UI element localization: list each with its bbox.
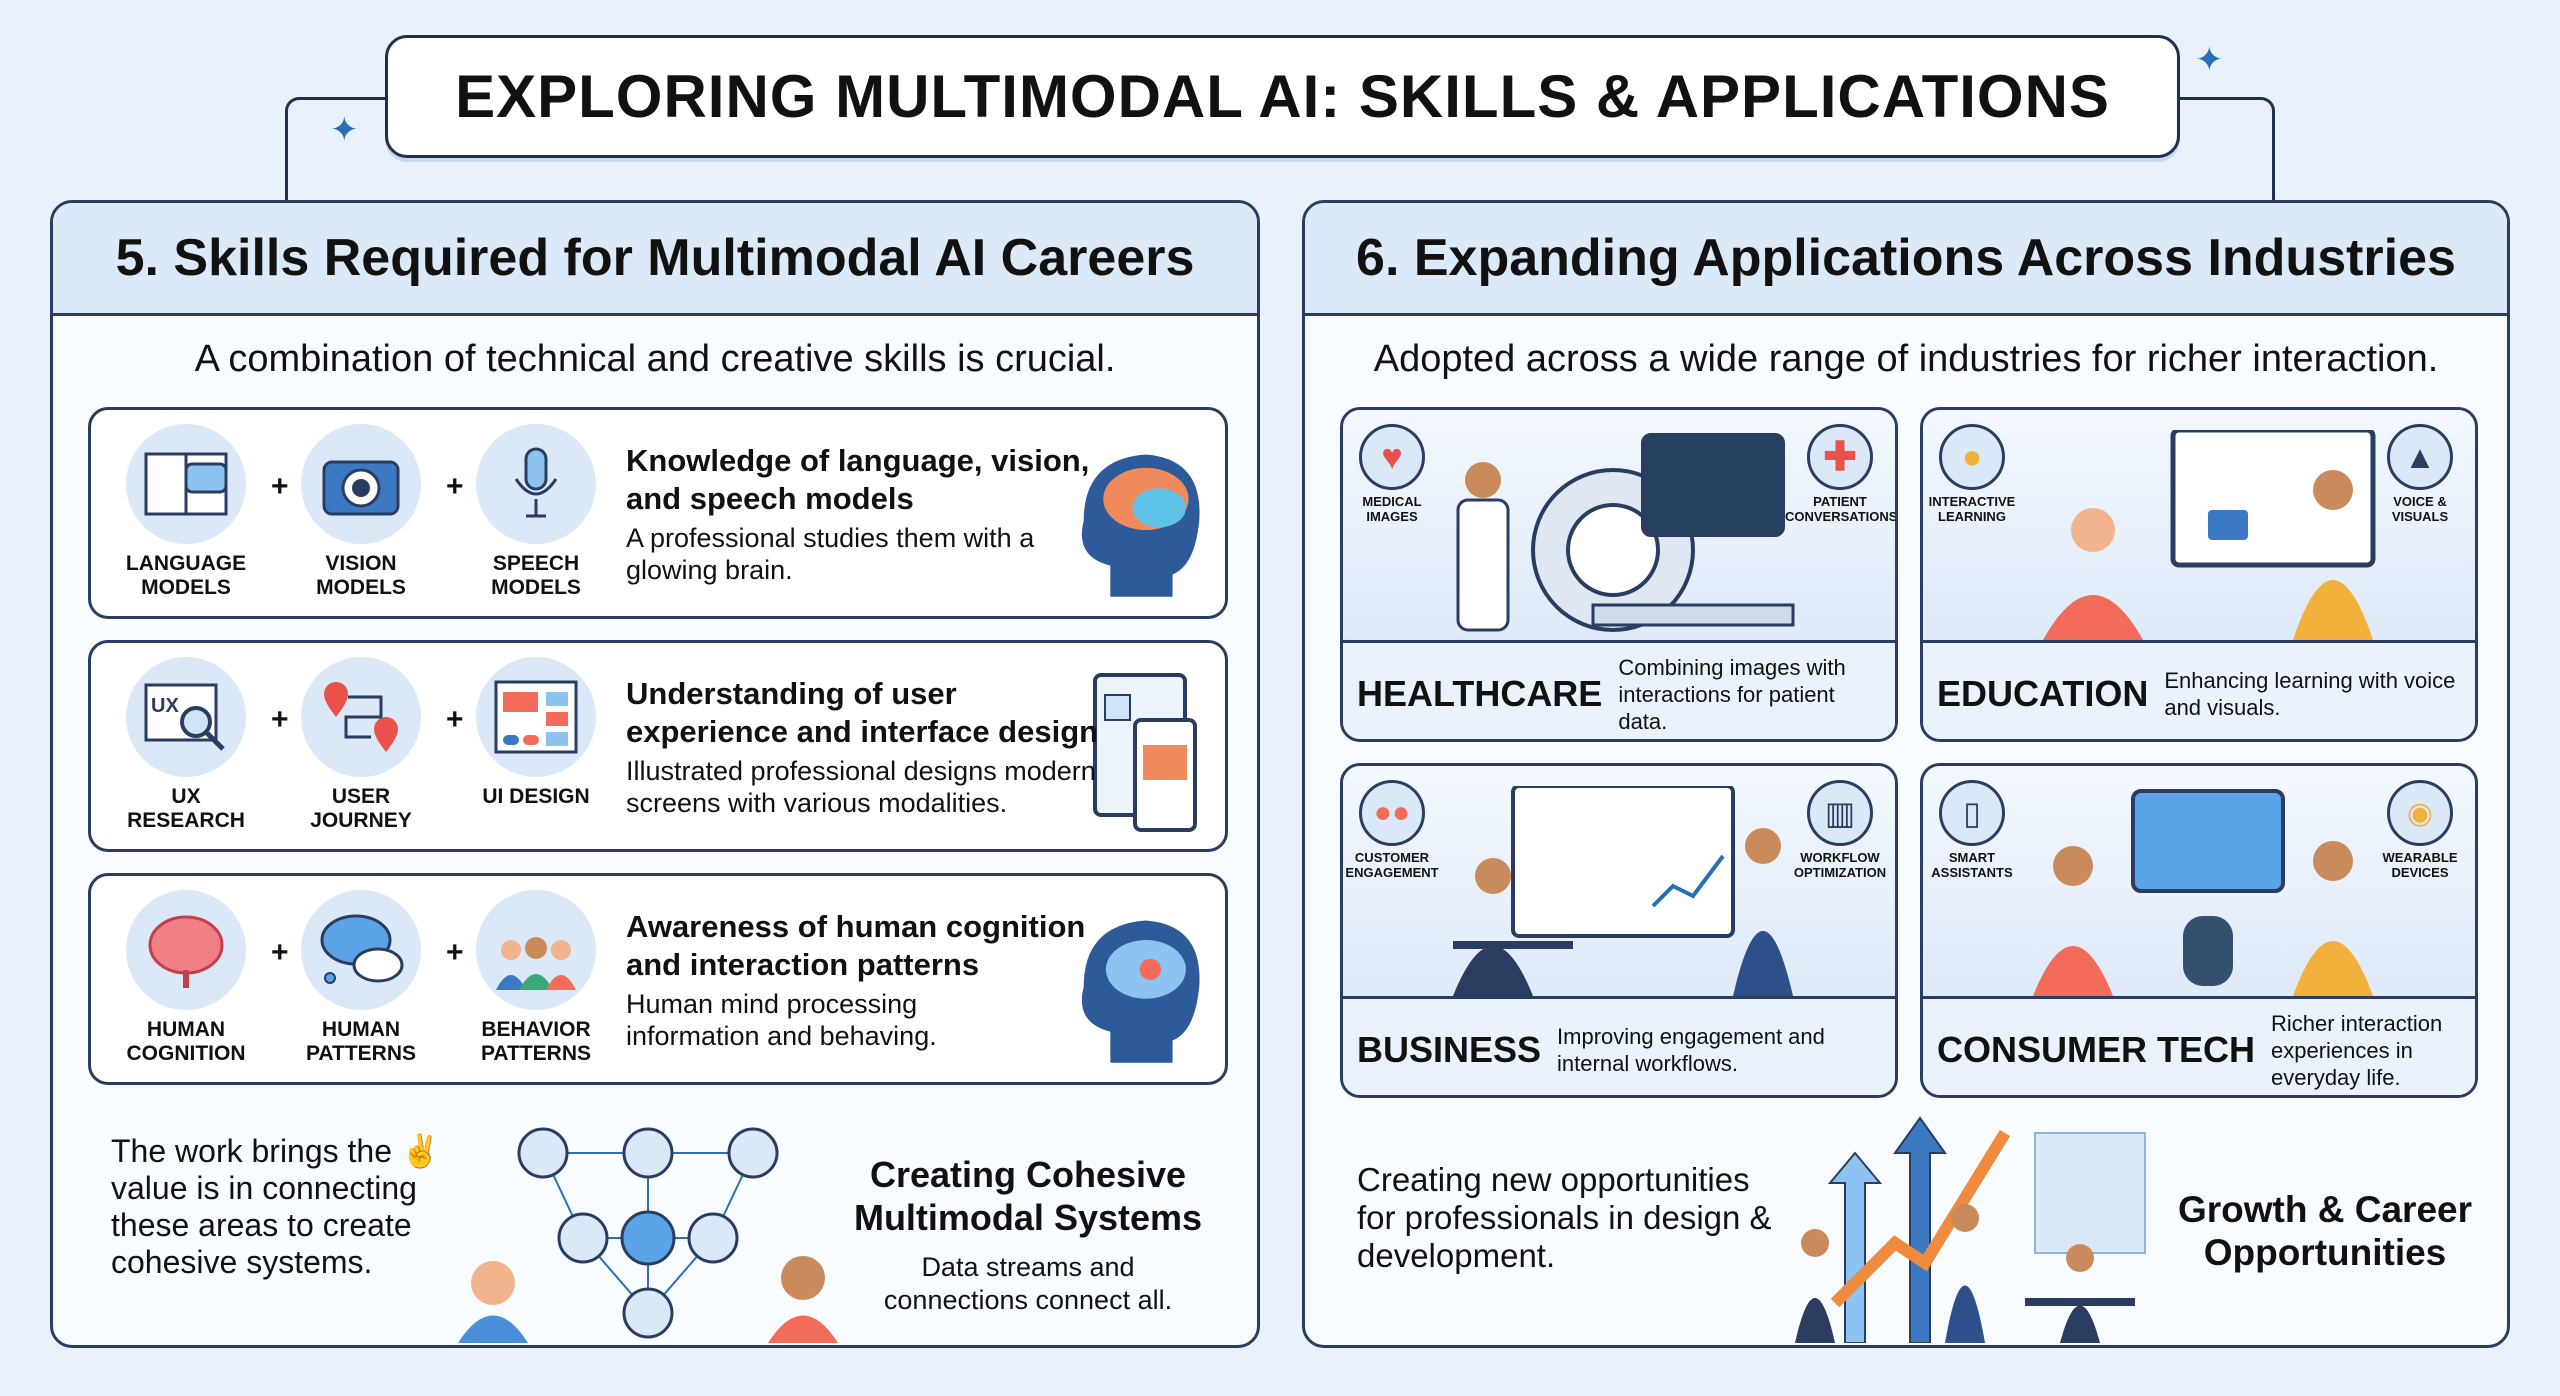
skills-panel-subtitle: A combination of technical and creative … bbox=[194, 338, 1116, 380]
map-pin-journey-icon bbox=[301, 657, 421, 777]
camera-icon bbox=[301, 424, 421, 544]
glowing-brain-head-icon bbox=[1081, 454, 1200, 597]
business-scene: ●●CUSTOMER ENGAGEMENT ▥WORKFLOW OPTIMIZA… bbox=[1343, 766, 1895, 996]
skill-vision-models: VISION MODELS bbox=[286, 424, 436, 600]
tag-patient-conversations: ✚PATIENT CONVERSATIONS bbox=[1785, 424, 1895, 524]
industry-name: HEALTHCARE bbox=[1357, 673, 1603, 714]
row-title: Knowledge of language, vision, and speec… bbox=[626, 443, 1090, 516]
tag-wearable-devices: ◉WEARABLE DEVICES bbox=[2382, 780, 2458, 880]
sparkle-icon: ✦ bbox=[2195, 41, 2224, 79]
industry-description: Improving engagement and internal workfl… bbox=[1557, 1024, 1825, 1076]
network-collaboration-illustration bbox=[458, 1127, 838, 1343]
industry-description: Combining images with interactions for p… bbox=[1618, 654, 1846, 734]
plus-icon: + bbox=[271, 470, 289, 503]
plus-icon: + bbox=[446, 936, 464, 969]
people-group-icon bbox=[476, 890, 596, 1010]
row-title: Awareness of human cognition and interac… bbox=[626, 909, 1086, 982]
skill-behavior-patterns: BEHAVIOR PATTERNS bbox=[461, 890, 611, 1066]
office-presentation-illustration bbox=[1453, 786, 1793, 996]
industry-card-consumer-tech[interactable]: ▯SMART ASSISTANTS ◉WEARABLE DEVICES CONS… bbox=[1920, 763, 2478, 1098]
cohesive-description: Data streams and connections connect all… bbox=[883, 1252, 1173, 1315]
building-icon: ▥ bbox=[1807, 780, 1873, 846]
skill-language-models: LANGUAGE MODELS bbox=[111, 424, 261, 600]
page-title: EXPLORING MULTIMODAL AI: SKILLS & APPLIC… bbox=[385, 35, 2180, 158]
industry-description: Enhancing learning with voice and visual… bbox=[2164, 668, 2456, 720]
consumer-tech-scene: ▯SMART ASSISTANTS ◉WEARABLE DEVICES bbox=[1923, 766, 2475, 996]
ux-magnifier-icon: UX bbox=[126, 657, 246, 777]
smartphone-icon: ▯ bbox=[1939, 780, 2005, 846]
skills-panel-title: 5. Skills Required for Multimodal AI Car… bbox=[53, 203, 1257, 316]
plus-icon: + bbox=[271, 936, 289, 969]
book-chat-icon bbox=[126, 424, 246, 544]
opportunities-text: Creating new opportunities for professio… bbox=[1357, 1161, 1772, 1274]
lightbulb-icon: ● bbox=[1939, 424, 2005, 490]
applications-panel-subtitle: Adopted across a wide range of industrie… bbox=[1373, 338, 2439, 380]
industry-name: CONSUMER TECH bbox=[1937, 1029, 2256, 1070]
skills-panel: 5. Skills Required for Multimodal AI Car… bbox=[50, 200, 1260, 1348]
microphone-icon bbox=[476, 424, 596, 544]
sparkle-icon: ✦ bbox=[330, 111, 359, 149]
skill-speech-models: SPEECH MODELS bbox=[461, 424, 611, 600]
healthcare-scene: ♥MEDICAL IMAGES ✚PATIENT CONVERSATIONS bbox=[1343, 410, 1895, 640]
skill-user-journey: USER JOURNEY bbox=[286, 657, 436, 833]
tag-customer-engagement: ●●CUSTOMER ENGAGEMENT bbox=[1345, 780, 1439, 880]
growth-chart-illustration bbox=[1795, 1116, 2146, 1343]
graduation-cap-icon: ▲ bbox=[2387, 424, 2453, 490]
tag-interactive-learning: ●INTERACTIVE LEARNING bbox=[1929, 424, 2015, 524]
brain-icon bbox=[126, 890, 246, 1010]
skill-human-cognition: HUMAN COGNITION bbox=[111, 890, 261, 1066]
cohesive-title: Creating Cohesive Multimodal Systems bbox=[853, 1154, 1203, 1238]
ui-layout-icon bbox=[476, 657, 596, 777]
tag-medical-images: ♥MEDICAL IMAGES bbox=[1357, 424, 1427, 524]
skill-ux-research: UX UX RESEARCH bbox=[111, 657, 261, 833]
industry-name: BUSINESS bbox=[1357, 1029, 1542, 1070]
row-description: Illustrated professional designs modern … bbox=[626, 756, 1096, 818]
medical-cross-icon: ✚ bbox=[1807, 424, 1873, 490]
svg-text:UX: UX bbox=[151, 695, 179, 717]
industry-card-education[interactable]: ●INTERACTIVE LEARNING ▲VOICE & VISUALS E… bbox=[1920, 407, 2478, 742]
applications-panel-title: 6. Expanding Applications Across Industr… bbox=[1305, 203, 2507, 316]
skill-ui-design: UI DESIGN bbox=[461, 657, 611, 809]
plus-icon: + bbox=[446, 703, 464, 736]
skill-row-cognition: HUMAN COGNITION + HUMAN PATTERNS + BEHAV… bbox=[88, 873, 1228, 1085]
industry-card-business[interactable]: ●●CUSTOMER ENGAGEMENT ▥WORKFLOW OPTIMIZA… bbox=[1340, 763, 1898, 1098]
skill-row-design: UX UX RESEARCH + USER JOURNEY + UI DESIG… bbox=[88, 640, 1228, 852]
growth-title: Growth & Career Opportunities bbox=[2177, 1189, 2472, 1273]
tag-voice-visuals: ▲VOICE & VISUALS bbox=[2385, 424, 2455, 524]
cognition-head-icon bbox=[1081, 920, 1200, 1063]
industry-name: EDUCATION bbox=[1937, 673, 2149, 714]
row-description: A professional studies them with a glowi… bbox=[626, 523, 1035, 585]
plus-icon: + bbox=[446, 470, 464, 503]
education-scene: ●INTERACTIVE LEARNING ▲VOICE & VISUALS bbox=[1923, 410, 2475, 640]
applications-panel: 6. Expanding Applications Across Industr… bbox=[1302, 200, 2510, 1348]
row-title: Understanding of user experience and int… bbox=[626, 676, 1099, 749]
smartwatch-icon: ◉ bbox=[2387, 780, 2453, 846]
skill-row-models: LANGUAGE MODELS + VISION MODELS + SPEECH… bbox=[88, 407, 1228, 619]
tag-smart-assistants: ▯SMART ASSISTANTS bbox=[1931, 780, 2013, 880]
industry-card-healthcare[interactable]: ♥MEDICAL IMAGES ✚PATIENT CONVERSATIONS H… bbox=[1340, 407, 1898, 742]
thought-bubble-icon bbox=[301, 890, 421, 1010]
row-description: Human mind processing information and be… bbox=[626, 989, 937, 1051]
classroom-illustration bbox=[2043, 430, 2376, 640]
customers-icon: ●● bbox=[1359, 780, 1425, 846]
tag-workflow-optimization: ▥WORKFLOW OPTIMIZATION bbox=[1794, 780, 1886, 880]
industry-description: Richer interaction experiences in everyd… bbox=[2271, 1010, 2443, 1090]
skill-human-patterns: HUMAN PATTERNS bbox=[286, 890, 436, 1066]
heart-icon: ♥ bbox=[1359, 424, 1425, 490]
screens-devices-icon bbox=[1093, 673, 1197, 832]
plus-icon: + bbox=[271, 703, 289, 736]
mri-doctor-illustration bbox=[1456, 433, 1795, 632]
cohesive-text: The work brings the ✌ value is in connec… bbox=[111, 1133, 441, 1280]
smart-devices-illustration bbox=[2033, 789, 2373, 996]
